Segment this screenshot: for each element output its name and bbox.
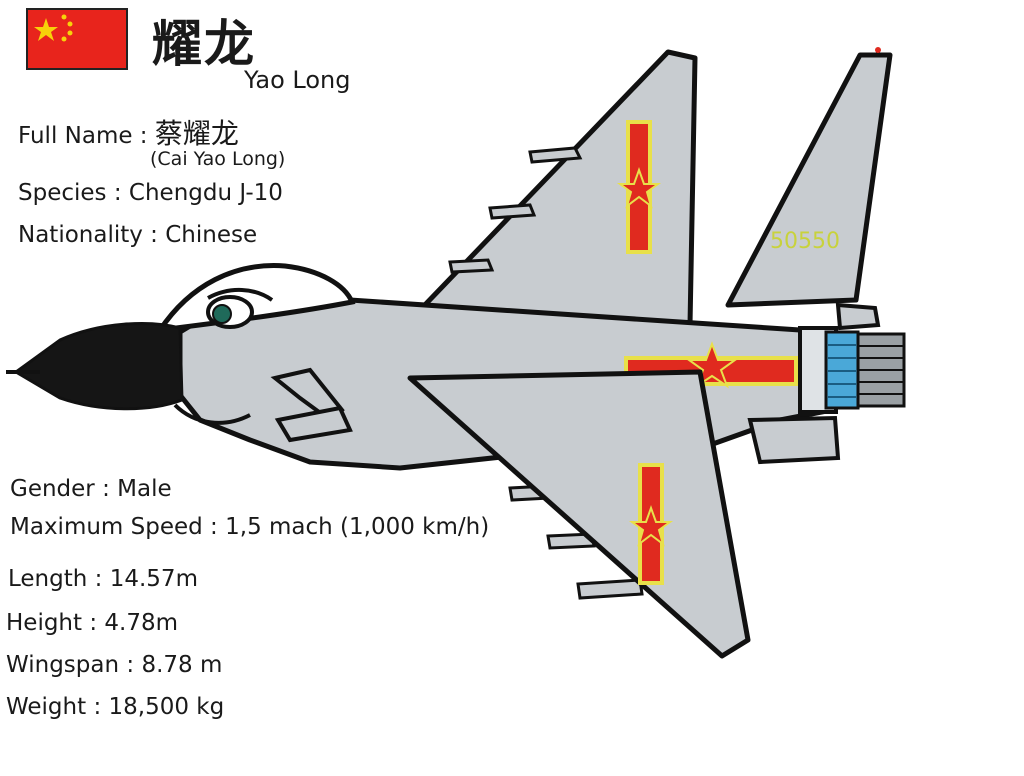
height-value: 4.78m [104, 610, 179, 636]
gender-row: Gender : Male [10, 476, 172, 502]
speed-label: Maximum Speed [10, 514, 203, 540]
nationality-label: Nationality [18, 222, 143, 248]
upper-wing [417, 49, 698, 328]
wingspan-row: Wingspan : 8.78 m [6, 652, 223, 678]
speed-value: 1,5 mach (1,000 km/h) [225, 514, 490, 540]
height-label: Height [6, 610, 83, 636]
china-flag-icon [26, 8, 128, 70]
full-name-row: Full Name : 蔡耀龙 [18, 117, 239, 150]
full-name-cn: 蔡耀龙 [154, 117, 239, 150]
length-label: Length [8, 566, 88, 592]
nationality-row: Nationality : Chinese [18, 222, 258, 248]
height-row: Height : 4.78m [6, 610, 179, 636]
species-row: Species : Chengdu J-10 [18, 180, 283, 206]
length-value: 14.57m [109, 566, 198, 592]
tail-number: 50550 [770, 229, 840, 254]
title-chinese: 耀龙 [152, 15, 256, 73]
gender-label: Gender [10, 476, 95, 502]
species-label: Species [18, 180, 107, 206]
nose-cone [13, 322, 184, 411]
title-romanized: Yao Long [244, 66, 351, 94]
wingspan-value: 8.78 m [141, 652, 223, 678]
gender-value: Male [117, 476, 172, 502]
nationality-value: Chinese [165, 222, 258, 248]
weight-label: Weight [6, 694, 87, 720]
vertical-tail [725, 52, 893, 308]
speed-row: Maximum Speed : 1,5 mach (1,000 km/h) [10, 514, 490, 540]
wingspan-label: Wingspan [6, 652, 120, 678]
species-value: Chengdu J-10 [128, 180, 283, 206]
upper-wing-insignia [616, 120, 662, 254]
length-row: Length : 14.57m [8, 566, 198, 592]
full-name-romanized: (Cai Yao Long) [150, 148, 286, 170]
engine-nozzle [798, 326, 906, 414]
smile [173, 403, 251, 425]
weight-value: 18,500 kg [108, 694, 225, 720]
full-name-label: Full Name [18, 123, 133, 149]
lower-wing-insignia [628, 463, 674, 585]
weight-row: Weight : 18,500 kg [6, 694, 225, 720]
